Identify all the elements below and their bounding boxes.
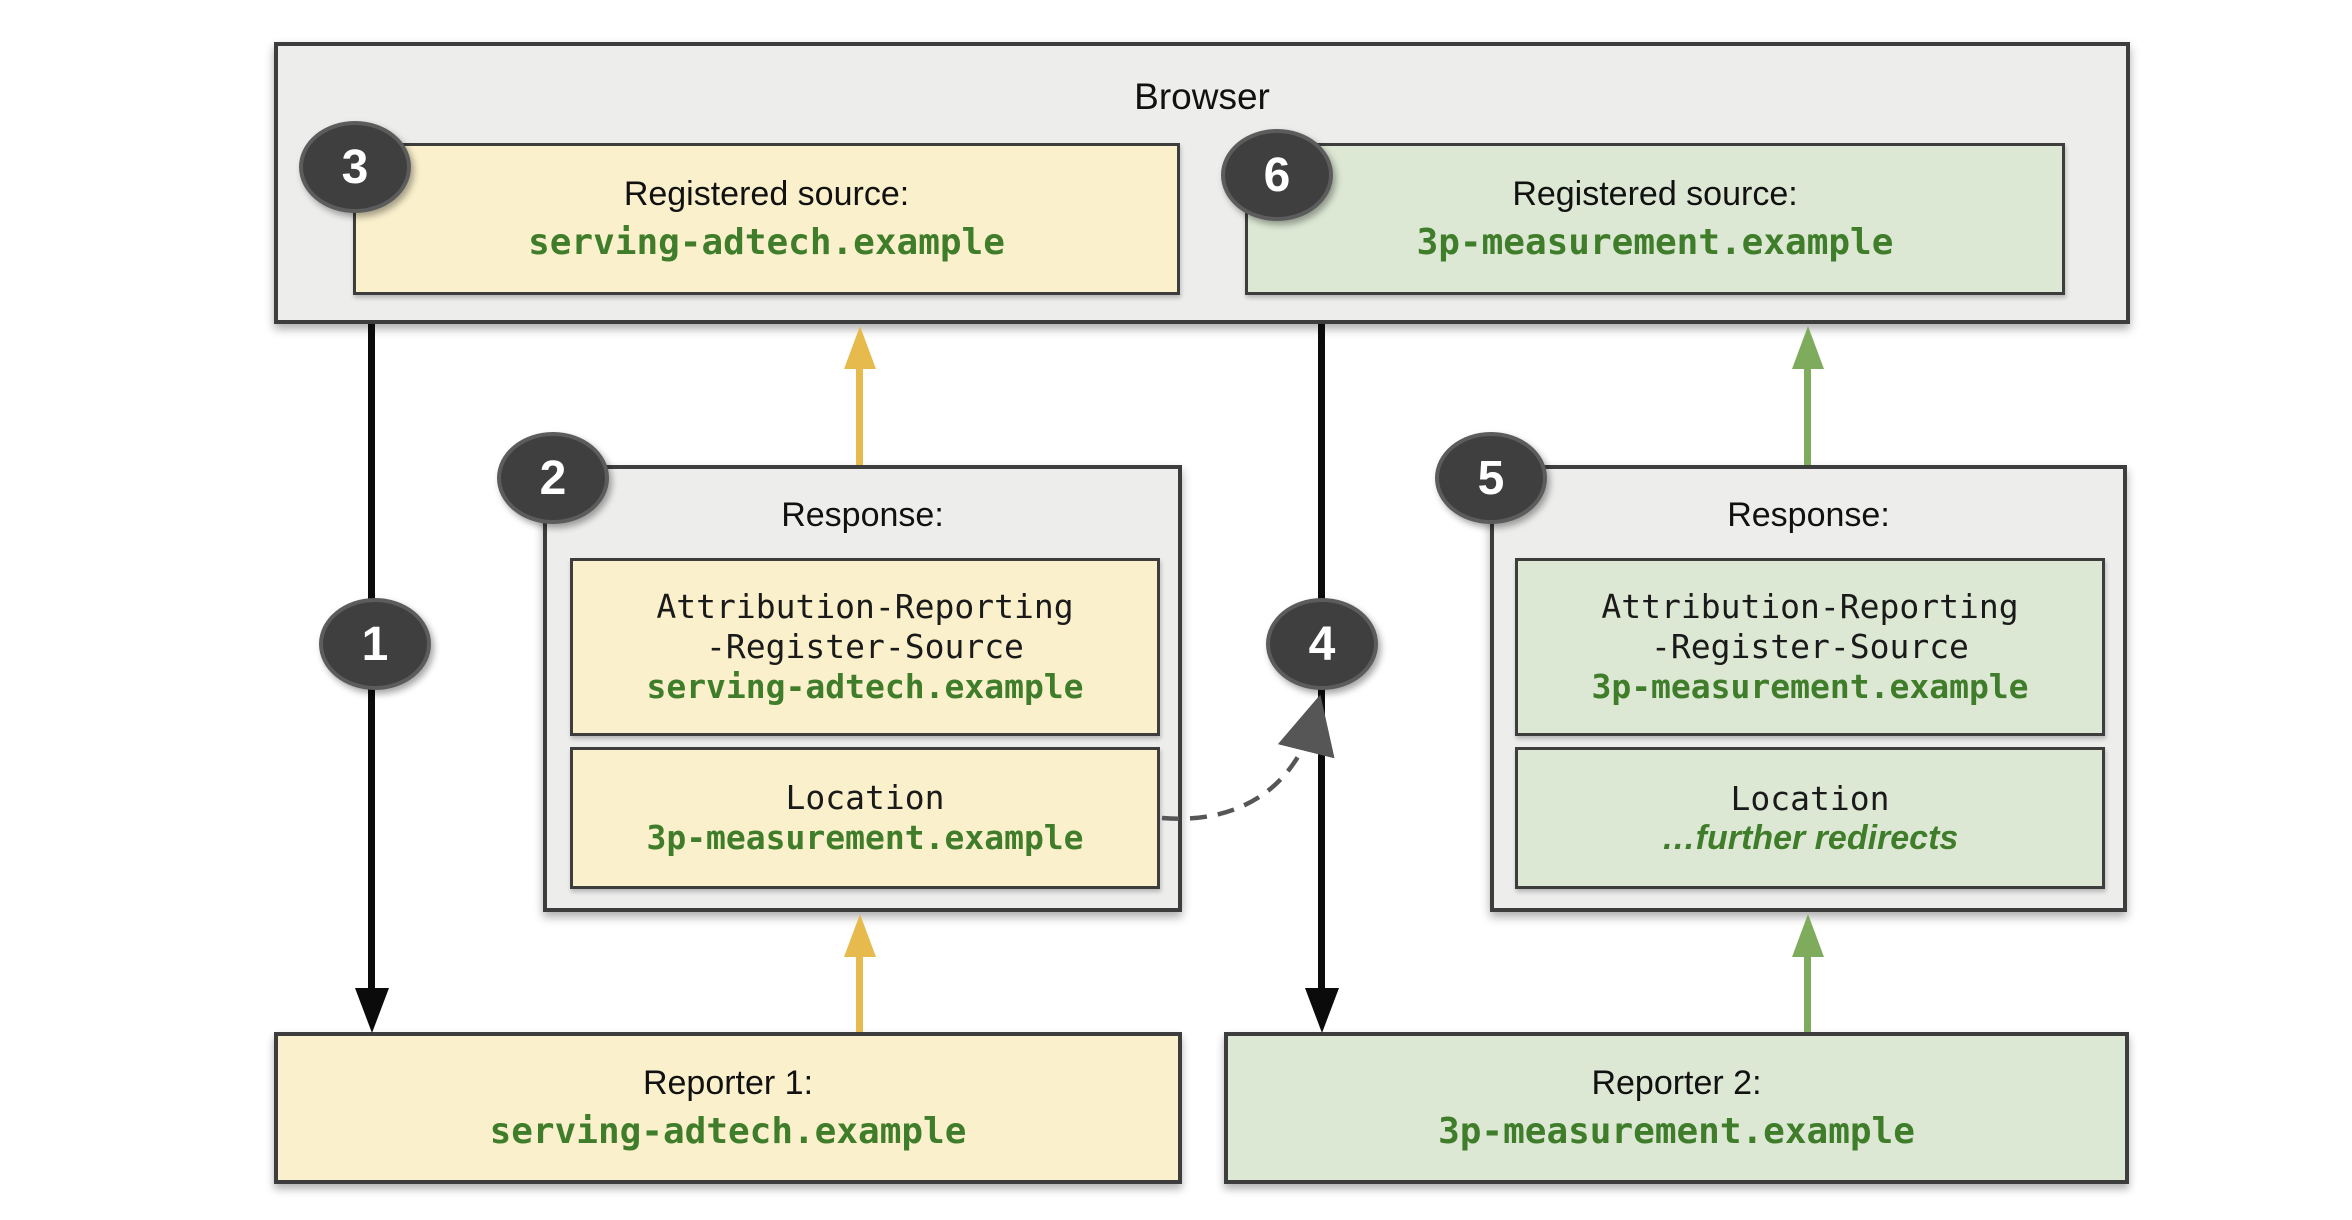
response-1-title: Response: [781,496,944,534]
arrow-reporter1-to-response1 [856,954,863,1032]
arrow-reporter1-to-response1-head [844,914,876,957]
registered-source-2-box: Registered source: 3p-measurement.exampl… [1245,143,2065,295]
registered-source-1-label: Registered source: [623,175,910,213]
response-2-location-label: Location [1730,778,1890,818]
response-1-location-box: Location 3p-measurement.example [570,747,1160,889]
step-badge-1: 1 [319,598,431,690]
reporter-2-label: Reporter 2: [1591,1064,1762,1102]
response-2-header-box: Attribution-Reporting -Register-Source 3… [1515,558,2105,736]
registered-source-2-label: Registered source: [1512,175,1798,213]
arrow-reporter2-to-response2 [1804,954,1811,1032]
browser-title: Browser [1134,76,1270,117]
registered-source-1-value: serving-adtech.example [528,222,1005,263]
step-badge-5: 5 [1435,432,1547,524]
step-badge-3: 3 [299,121,411,213]
response-2-header-value: 3p-measurement.example [1591,667,2029,706]
response-2-title: Response: [1727,496,1890,534]
response-2-header-line1: Attribution-Reporting [1601,587,2019,626]
step-badge-6: 6 [1221,129,1333,221]
reporter-1-value: serving-adtech.example [489,1111,967,1152]
response-2-location-value: …further redirects [1661,818,1959,857]
response-1-location-label: Location [785,778,945,817]
arrow-response2-to-browser [1804,362,1811,465]
redirect-dashed-arrow [1161,694,1335,821]
response-1-header-line1: Attribution-Reporting [656,587,1074,626]
response-1-location-value: 3p-measurement.example [646,818,1084,857]
arrow-browser-to-reporter1-head [355,988,389,1033]
step-badge-4: 4 [1266,598,1378,690]
step-badge-2: 2 [497,432,609,524]
arrow-reporter2-to-response2-head [1792,914,1824,957]
reporter-2-value: 3p-measurement.example [1438,1111,1915,1152]
arrow-response2-to-browser-head [1792,326,1824,369]
response-1-header-box: Attribution-Reporting -Register-Source s… [570,558,1160,736]
arrow-browser-to-reporter2-head [1305,988,1339,1033]
response-1-header-value: serving-adtech.example [646,667,1084,706]
registered-source-1-box: Registered source: serving-adtech.exampl… [353,143,1180,295]
arrow-response1-to-browser-head [844,326,876,369]
reporter-1-box: Reporter 1: serving-adtech.example [274,1032,1182,1184]
reporter-1-label: Reporter 1: [642,1064,814,1102]
response-1-header-line2: -Register-Source [706,627,1024,666]
reporter-2-box: Reporter 2: 3p-measurement.example [1224,1032,2129,1184]
response-2-header-line2: -Register-Source [1651,627,1969,666]
response-2-location-box: Location …further redirects [1515,747,2105,889]
registered-source-2-value: 3p-measurement.example [1416,222,1894,263]
arrow-response1-to-browser [856,362,863,465]
